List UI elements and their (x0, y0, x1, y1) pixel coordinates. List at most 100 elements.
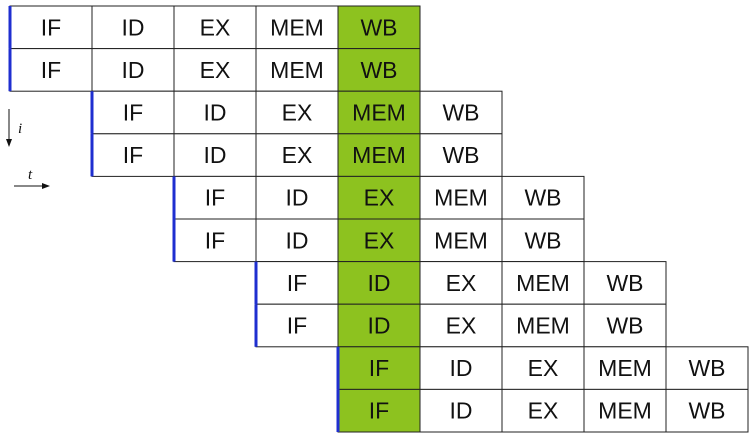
stage-label-wb: WB (688, 398, 725, 424)
instruction-row: IF ID EX MEM WB (9, 48, 421, 92)
stage-label-wb: WB (442, 142, 479, 168)
stage-label-wb: WB (360, 57, 397, 83)
stage-label-if: IF (41, 57, 61, 83)
stage-label-ex: EX (528, 398, 559, 424)
instruction-row: IF ID EX MEM WB (255, 303, 667, 348)
stage-cell (501, 346, 585, 390)
time-axis-arrowhead (42, 183, 50, 189)
stage-cell-highlighted (337, 175, 421, 220)
stage-label-ex: EX (200, 57, 231, 83)
stage-cell (173, 133, 257, 177)
instruction-row: IF ID EX MEM WB (337, 346, 749, 390)
stage-cell (173, 5, 257, 50)
stage-label-id: ID (204, 100, 227, 126)
stage-label-id: ID (450, 355, 473, 381)
stage-label-if: IF (123, 100, 143, 126)
stage-label-if: IF (41, 14, 61, 40)
stage-label-mem: MEM (516, 313, 570, 339)
stage-cell (9, 5, 93, 50)
stage-label-id: ID (122, 57, 145, 83)
stage-label-wb: WB (524, 227, 561, 253)
stage-label-id: ID (286, 227, 309, 253)
stage-label-mem: MEM (434, 185, 488, 211)
instruction-axis-label: i (18, 121, 22, 137)
stage-cell (665, 346, 749, 390)
stage-label-ex: EX (282, 100, 313, 126)
stage-cell (501, 175, 585, 220)
stage-cell (501, 218, 585, 263)
stage-cell (501, 388, 585, 433)
stage-cell (255, 175, 339, 220)
stage-label-id: ID (204, 142, 227, 168)
instruction-row: IF ID EX MEM WB (91, 133, 503, 177)
stage-cell (173, 90, 257, 135)
stage-label-wb: WB (606, 270, 643, 296)
stage-label-ex: EX (364, 227, 395, 253)
stage-label-ex: EX (364, 185, 395, 211)
stage-label-mem: MEM (352, 100, 406, 126)
stage-cell (501, 303, 585, 348)
instruction-row: IF ID EX MEM WB (9, 5, 421, 50)
stage-cell-highlighted (337, 218, 421, 263)
stage-cell-highlighted (337, 48, 421, 92)
stage-label-id: ID (122, 14, 145, 40)
stage-label-wb: WB (442, 100, 479, 126)
stage-cell (419, 388, 503, 433)
stage-label-ex: EX (282, 142, 313, 168)
stage-label-id: ID (450, 398, 473, 424)
stage-cell (255, 133, 339, 177)
stage-label-if: IF (287, 313, 307, 339)
stage-label-if: IF (205, 227, 225, 253)
stage-cell (91, 5, 175, 50)
stage-cell-highlighted (337, 388, 421, 433)
stage-label-if: IF (369, 355, 389, 381)
stage-cell (419, 133, 503, 177)
stage-label-ex: EX (446, 270, 477, 296)
stage-cell (583, 388, 667, 433)
stage-cell (173, 175, 257, 220)
stage-label-ex: EX (446, 313, 477, 339)
stage-label-id: ID (368, 313, 391, 339)
stage-label-ex: EX (528, 355, 559, 381)
stage-cell-highlighted (337, 303, 421, 348)
stage-label-mem: MEM (352, 142, 406, 168)
stage-label-if: IF (123, 142, 143, 168)
stage-cell-highlighted (337, 133, 421, 177)
stage-cell (255, 303, 339, 348)
stage-cell (255, 218, 339, 263)
instruction-row: IF ID EX MEM WB (337, 388, 749, 433)
instruction-axis: i (6, 109, 22, 147)
time-axis: t (14, 167, 50, 189)
stage-label-id: ID (368, 270, 391, 296)
stage-label-mem: MEM (598, 398, 652, 424)
instruction-row: IF ID EX MEM WB (173, 218, 585, 263)
time-axis-label: t (28, 167, 33, 183)
stage-label-if: IF (369, 398, 389, 424)
instruction-row: IF ID EX MEM WB (91, 90, 503, 135)
stage-label-mem: MEM (270, 14, 324, 40)
stage-label-wb: WB (360, 14, 397, 40)
stage-cell (255, 261, 339, 305)
stage-label-ex: EX (200, 14, 231, 40)
stage-label-mem: MEM (270, 57, 324, 83)
stage-label-wb: WB (524, 185, 561, 211)
stage-cell-highlighted (337, 90, 421, 135)
stage-label-mem: MEM (598, 355, 652, 381)
stage-cell (665, 388, 749, 433)
instruction-axis-arrowhead (6, 139, 12, 147)
stage-label-id: ID (286, 185, 309, 211)
instruction-start-markers (8, 6, 340, 432)
stage-label-if: IF (205, 185, 225, 211)
stage-label-mem: MEM (434, 227, 488, 253)
stage-label-wb: WB (606, 313, 643, 339)
instruction-row: IF ID EX MEM WB (173, 175, 585, 220)
stage-cell (173, 48, 257, 92)
stage-cell (583, 303, 667, 348)
stage-cell (419, 346, 503, 390)
pipeline-cells: IF ID EX MEM WB IF ID EX MEM WB IF ID EX MEM WB IF ID EX M… (9, 5, 749, 433)
stage-label-mem: MEM (516, 270, 570, 296)
stage-label-wb: WB (688, 355, 725, 381)
stage-cell (419, 218, 503, 263)
